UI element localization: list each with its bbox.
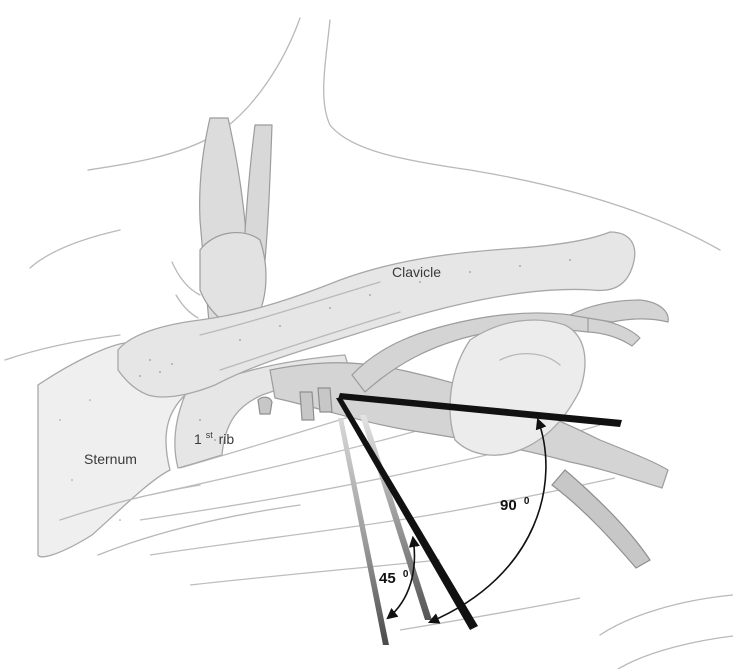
first-rib-suffix: st [206, 430, 214, 440]
angle-90-value: 90 [500, 497, 517, 514]
first-rib-word: rib [219, 431, 235, 447]
needle-45-gray [360, 415, 432, 620]
label-sternum: Sternum [84, 451, 137, 467]
angle-45-value: 45 [379, 570, 396, 587]
needle-45-thin [338, 418, 389, 645]
label-angle-90: 90 0 [500, 496, 530, 514]
label-angle-45: 45 0 [379, 569, 409, 587]
angle-90-degree: 0 [524, 496, 530, 507]
label-clavicle: Clavicle [392, 264, 441, 280]
angle-45-degree: 0 [403, 569, 409, 580]
first-rib-number: 1 [194, 431, 202, 447]
